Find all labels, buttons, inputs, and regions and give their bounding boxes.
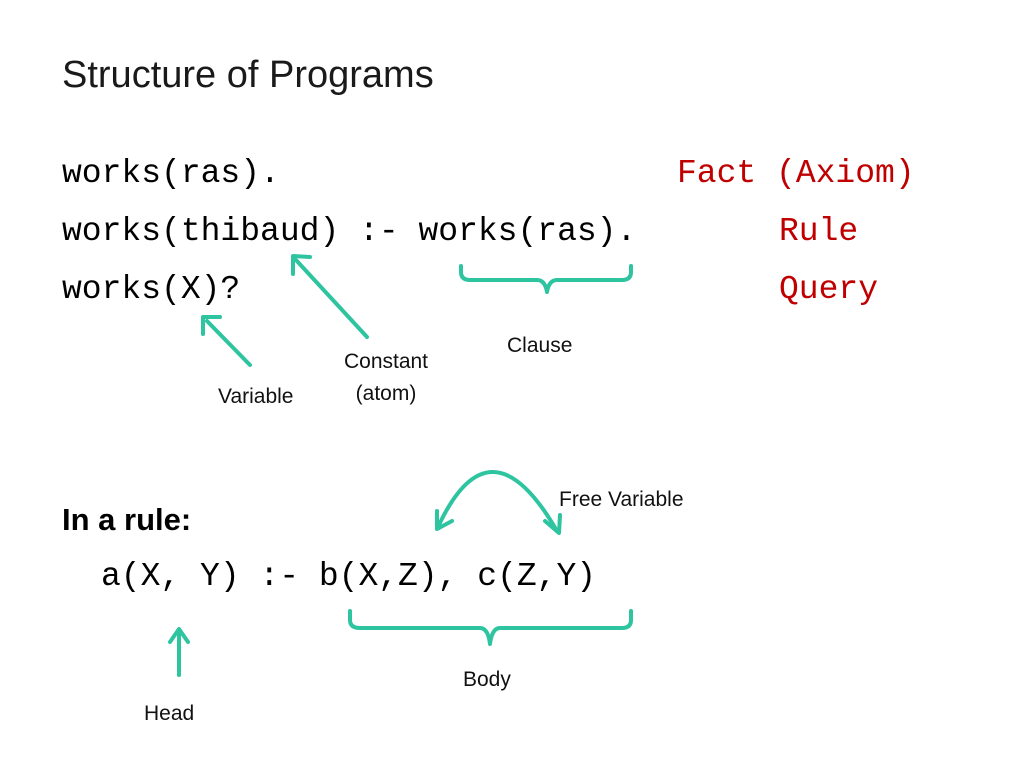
clause-brace-icon [459, 264, 633, 294]
annotation-variable: Variable [218, 385, 294, 408]
free-variable-arrow-icon [435, 470, 562, 535]
rule-example: a(X, Y) :- b(X,Z), c(Z,Y) [101, 558, 597, 595]
annotation-free-variable: Free Variable [559, 488, 684, 511]
constant-arrow-icon [291, 254, 369, 339]
rule-heading: In a rule: [62, 502, 192, 537]
variable-arrow-icon [201, 315, 252, 367]
slide-title: Structure of Programs [62, 54, 434, 96]
code-line-fact: works(ras). [62, 155, 280, 192]
annotation-head: Head [144, 702, 195, 725]
annotation-constant: Constant [343, 350, 429, 373]
code-line-query: works(X)? [62, 271, 241, 308]
label-fact-axiom: Fact (Axiom) [677, 155, 915, 192]
annotation-clause: Clause [507, 334, 573, 357]
label-query: Query [779, 271, 879, 308]
head-arrow-icon [168, 627, 190, 677]
label-rule: Rule [779, 213, 859, 250]
body-brace-icon [348, 609, 633, 646]
code-line-rule: works(thibaud) :- works(ras). [62, 213, 637, 250]
annotation-body: Body [463, 668, 511, 691]
annotation-constant-atom: (atom) [355, 382, 417, 405]
